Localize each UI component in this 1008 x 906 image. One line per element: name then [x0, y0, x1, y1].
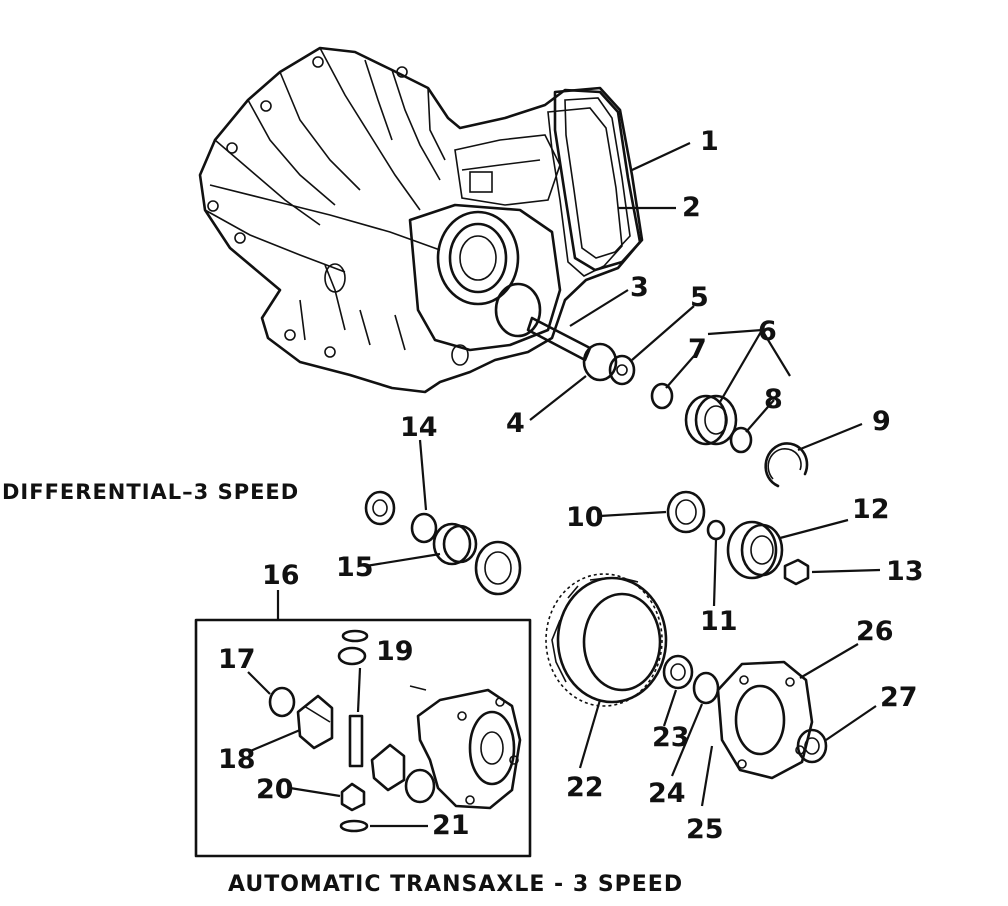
differential-cover [716, 660, 814, 780]
ring-gear [545, 573, 668, 707]
differential-caption: DIFFERENTIAL–3 SPEED [2, 480, 300, 504]
callout-7: 7 [688, 334, 707, 365]
oil-pan [553, 86, 644, 272]
callout-18: 18 [218, 744, 256, 775]
spacer-11 [706, 519, 726, 541]
callout-2: 2 [682, 192, 701, 223]
callout-8: 8 [764, 384, 783, 415]
callout-13: 13 [886, 556, 924, 587]
callout-9: 9 [872, 406, 891, 437]
oil-pan-gasket [547, 107, 623, 277]
callout-19: 19 [376, 636, 414, 667]
callout-numbers: 1 2 3 4 5 6 7 8 9 10 11 12 13 14 15 16 1… [218, 126, 924, 845]
transaxle-case [198, 46, 642, 394]
callout-11: 11 [700, 606, 738, 637]
bearing-15 [432, 522, 522, 596]
callout-14: 14 [400, 412, 438, 443]
seal-27 [796, 728, 828, 764]
callout-1: 1 [700, 126, 719, 157]
bearing-set [650, 382, 753, 454]
callout-3: 3 [630, 272, 649, 303]
differential-assembly-box [194, 618, 532, 858]
seal-14 [364, 490, 438, 544]
callout-25: 25 [686, 814, 724, 845]
callout-27: 27 [880, 682, 918, 713]
callout-24: 24 [648, 778, 686, 809]
callout-17: 17 [218, 644, 256, 675]
side-bearing-left [666, 490, 706, 534]
bearing-23 [662, 654, 694, 690]
callout-26: 26 [856, 616, 894, 647]
callout-4: 4 [506, 408, 525, 439]
callout-21: 21 [432, 810, 470, 841]
leader-lines [247, 142, 881, 828]
side-bearing-right [726, 520, 784, 580]
snap-ring [764, 442, 809, 488]
callout-10: 10 [566, 502, 604, 533]
plug-13 [783, 558, 810, 586]
callout-23: 23 [652, 722, 690, 753]
callout-15: 15 [336, 552, 374, 583]
shim-24 [692, 671, 720, 705]
callout-20: 20 [256, 774, 294, 805]
callout-12: 12 [852, 494, 890, 525]
callout-16: 16 [262, 560, 300, 591]
callout-6: 6 [758, 316, 777, 347]
callout-5: 5 [690, 282, 709, 313]
callout-22: 22 [566, 772, 604, 803]
output-shaft [526, 316, 636, 386]
transaxle-caption: AUTOMATIC TRANSAXLE - 3 SPEED [228, 872, 684, 897]
